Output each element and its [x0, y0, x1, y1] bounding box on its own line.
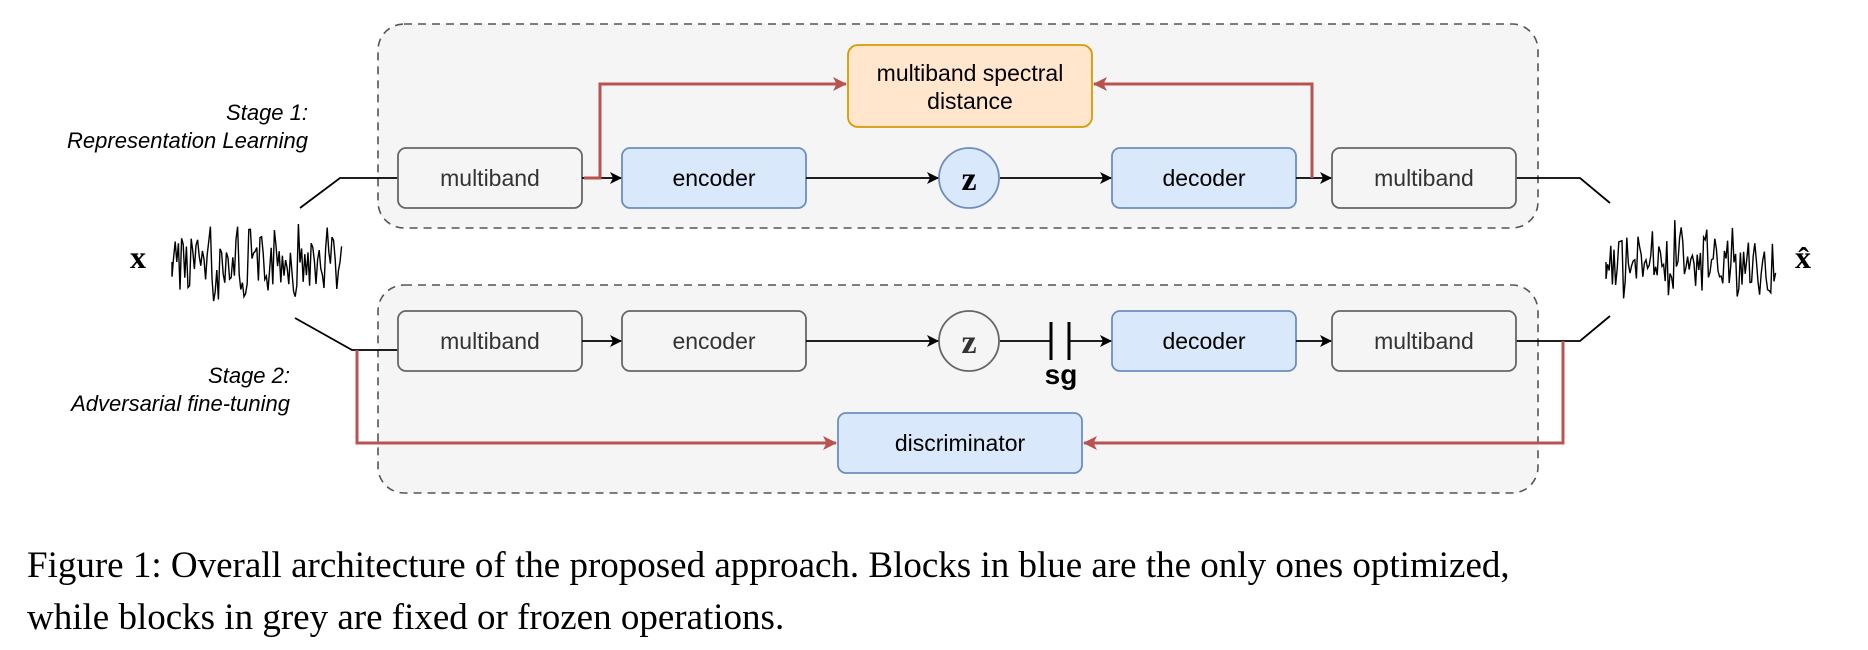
- stage1-label-line1: Stage 1:: [226, 100, 308, 125]
- stage2-label-line1: Stage 2:: [208, 363, 290, 388]
- s1-decoder-block: decoder: [1111, 147, 1297, 209]
- s1-loss-arrow-right: [1093, 77, 1314, 178]
- s1-multiband-in-block: multiband: [397, 147, 583, 209]
- s1-encoder-block: encoder: [621, 147, 807, 209]
- s2-encoder-label: encoder: [672, 328, 755, 354]
- input-connector-stage2: [294, 317, 398, 351]
- input-connector-stage1: [299, 177, 398, 209]
- s1-loss-arrow-left: [584, 77, 847, 180]
- s2-multiband-in-block: multiband: [397, 310, 583, 372]
- stop-gradient-label: sg: [1045, 359, 1078, 390]
- s1-z-node: z: [938, 147, 1000, 209]
- spectral-distance-label-line2: distance: [927, 88, 1013, 114]
- s1-encoder-label: encoder: [672, 165, 755, 191]
- output-connector-stage2: [1516, 315, 1611, 342]
- caption-line1: Figure 1: Overall architecture of the pr…: [27, 545, 1510, 586]
- s2-multiband-in-label: multiband: [440, 328, 540, 354]
- s2-decoder-label: decoder: [1162, 328, 1245, 354]
- stage1-label-line2: Representation Learning: [67, 128, 309, 153]
- input-waveform-icon: [171, 223, 343, 302]
- input-label: x: [130, 239, 146, 275]
- stage2-label-line2: Adversarial fine-tuning: [69, 391, 291, 416]
- s1-multiband-in-label: multiband: [440, 165, 540, 191]
- s1-decoder-label: decoder: [1162, 165, 1245, 191]
- figure-caption: Figure 1: Overall architecture of the pr…: [27, 540, 1847, 644]
- spectral-distance-block: multiband spectral distance: [847, 44, 1093, 128]
- s1-multiband-out-label: multiband: [1374, 165, 1474, 191]
- s2-z-node: z: [938, 310, 1000, 372]
- s2-fake-to-discriminator-arrow: [1083, 341, 1565, 450]
- s2-z-label: z: [961, 324, 976, 361]
- caption-line2: while blocks in grey are fixed or frozen…: [27, 597, 785, 638]
- s2-real-to-discriminator-arrow: [355, 350, 837, 450]
- stop-gradient-icon: [1000, 322, 1112, 360]
- discriminator-label: discriminator: [895, 430, 1026, 456]
- s1-multiband-out-block: multiband: [1331, 147, 1517, 209]
- s2-encoder-block: encoder: [621, 310, 807, 372]
- output-connector-stage1: [1516, 177, 1611, 204]
- discriminator-block: discriminator: [837, 412, 1083, 474]
- s2-decoder-block: decoder: [1111, 310, 1297, 372]
- s2-multiband-out-block: multiband: [1331, 310, 1517, 372]
- s1-z-label: z: [961, 161, 976, 198]
- output-waveform-icon: [1605, 220, 1777, 299]
- spectral-distance-label-line1: multiband spectral: [877, 60, 1064, 86]
- output-label: x̂: [1795, 239, 1811, 275]
- s2-multiband-out-label: multiband: [1374, 328, 1474, 354]
